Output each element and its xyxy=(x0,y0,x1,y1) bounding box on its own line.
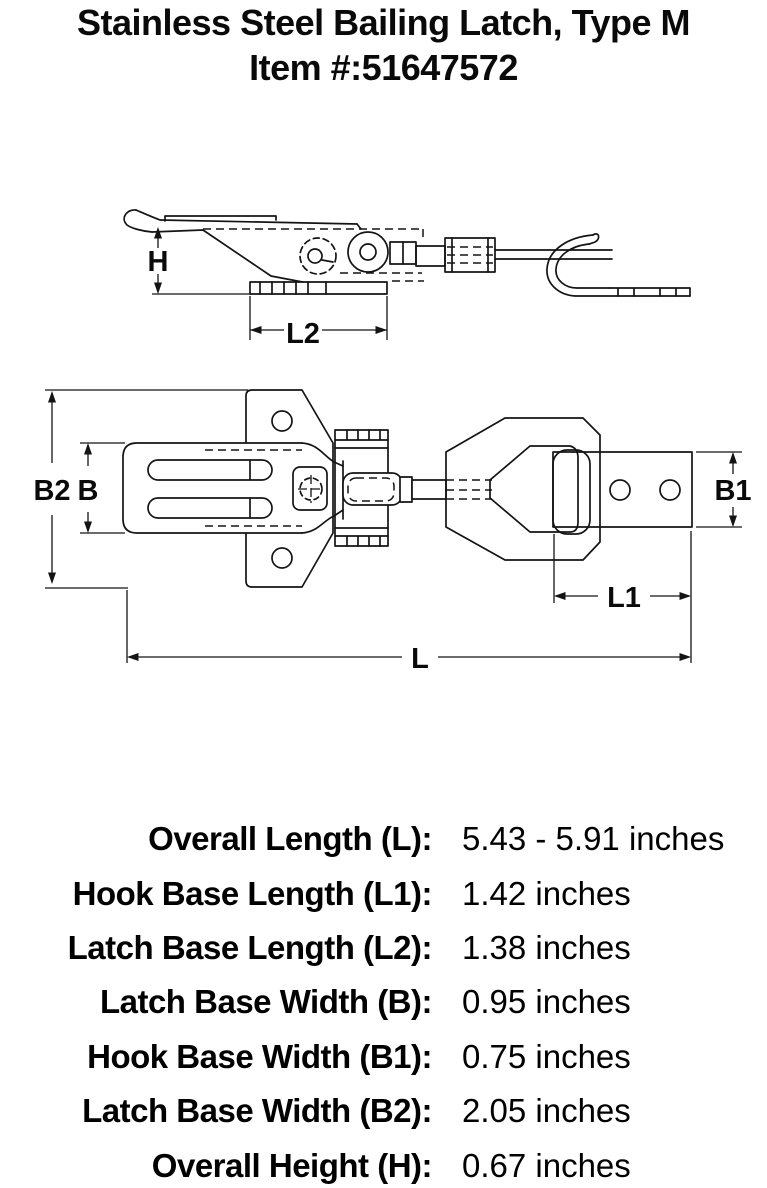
spec-label: Latch Base Width (B2): xyxy=(82,1092,432,1130)
spec-label: Hook Base Width (B1): xyxy=(87,1037,432,1075)
page-title: Stainless Steel Bailing Latch, Type M xyxy=(77,2,691,43)
spec-row-latch-base-width-b: Latch Base Width (B): 0.95 inches xyxy=(0,975,767,1029)
spec-label: Overall Length (L): xyxy=(148,820,432,858)
spec-row-latch-base-width-b2: Latch Base Width (B2): 2.05 inches xyxy=(0,1084,767,1138)
spec-label: Hook Base Length (L1): xyxy=(72,874,433,912)
spec-label: Latch Base Length (L2): xyxy=(67,928,433,966)
dim-label-b2: B2 xyxy=(33,475,70,507)
spec-row-overall-length: Overall Length (L): 5.43 - 5.91 inches xyxy=(0,812,767,866)
dim-label-b1: B1 xyxy=(714,475,751,507)
spec-value: 0.75 inches xyxy=(462,1037,631,1075)
spec-label: Latch Base Width (B): xyxy=(99,983,433,1021)
spec-row-overall-height: Overall Height (H): 0.67 inches xyxy=(0,1138,767,1188)
spec-label: Overall Height (H): xyxy=(151,1146,433,1184)
dim-label-l1: L1 xyxy=(607,582,641,614)
spec-value: 2.05 inches xyxy=(462,1092,631,1130)
spec-value: 1.38 inches xyxy=(462,928,631,966)
spec-row-hook-base-length: Hook Base Length (L1): 1.42 inches xyxy=(0,866,767,920)
item-number: Item #:51647572 xyxy=(249,47,518,88)
dim-label-h: H xyxy=(148,246,169,278)
spec-value: 0.67 inches xyxy=(462,1146,631,1184)
title-block: Stainless Steel Bailing Latch, Type M It… xyxy=(0,0,767,90)
dim-label-l2: L2 xyxy=(286,318,320,350)
dim-label-l: L xyxy=(411,643,429,675)
latch-diagram-svg: H L2 xyxy=(33,209,752,675)
spec-value: 5.43 - 5.91 inches xyxy=(462,820,725,858)
spec-table: Overall Length (L): 5.43 - 5.91 inches H… xyxy=(0,812,767,1188)
side-view: H L2 xyxy=(123,209,691,350)
spec-value: 0.95 inches xyxy=(462,983,631,1021)
spec-row-latch-base-length: Latch Base Length (L2): 1.38 inches xyxy=(0,921,767,975)
spec-value: 1.42 inches xyxy=(462,874,631,912)
technical-drawing: H L2 xyxy=(0,140,767,700)
dim-label-b: B xyxy=(78,475,99,507)
top-view: B2 B B1 L1 L xyxy=(33,389,752,675)
spec-row-hook-base-width-b1: Hook Base Width (B1): 0.75 inches xyxy=(0,1030,767,1084)
